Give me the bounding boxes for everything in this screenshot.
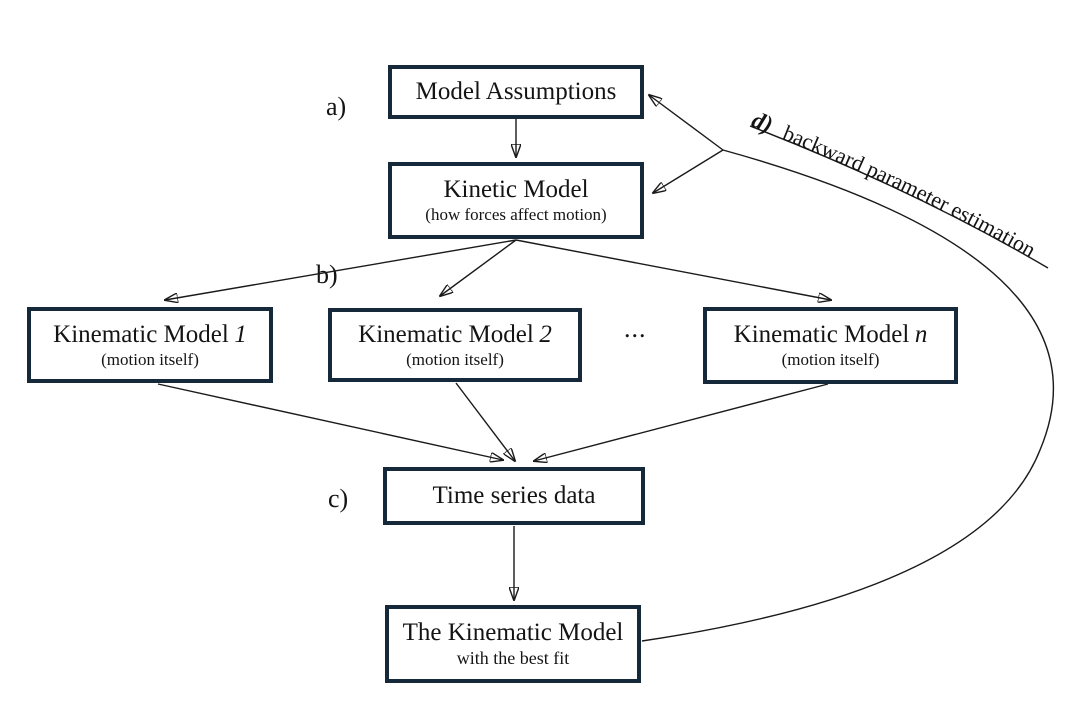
kinematic-model-1-subtitle: (motion itself) [101,349,199,369]
time-series-title: Time series data [432,482,596,509]
kinematic-model-n-variant: n [914,321,928,349]
best-fit-box: The Kinematic Model with the best fit [385,605,641,683]
section-label-b: b) [316,260,338,289]
arrow-kinetic-to-kinematic-1 [165,239,517,300]
backward-label-path [749,125,1049,269]
kinematic-model-1-title-text: Kinematic Model [53,320,229,348]
kinematic-model-2-variant: 2 [539,320,552,348]
kinetic-model-title: Kinetic Model [443,176,589,204]
arrow-loop-to-assumptions [649,95,724,151]
backward-loop-curve [641,149,1055,642]
arrow-kinetic-to-kinematic-2 [440,239,517,296]
arrow-kinematic-n-to-timeseries [534,383,829,461]
model-assumptions-box: Model Assumptions [388,65,644,119]
kinematic-models-ellipsis: ... [624,314,647,343]
kinematic-model-n-title-text: Kinematic Model [733,321,910,349]
kinetic-model-subtitle: (how forces affect motion) [425,205,607,225]
backward-estimation-text: backward parameter estimation [780,120,1041,262]
best-fit-subtitle: with the best fit [456,648,570,669]
arrow-kinetic-to-kinematic-n [515,239,831,300]
section-label-c: c) [328,484,349,513]
arrow-kinematic-2-to-timeseries [455,382,515,461]
kinematic-model-2-title-text: Kinematic Model [358,320,534,348]
kinematic-model-n-subtitle: (motion itself) [781,350,880,370]
time-series-box: Time series data [383,467,645,525]
model-assumptions-title: Model Assumptions [415,78,617,105]
best-fit-title: The Kinematic Model [402,619,624,647]
backward-estimation-label: d) backward parameter estimation [748,107,1040,262]
kinematic-model-1-variant: 1 [234,320,247,348]
kinetic-model-box: Kinetic Model (how forces affect motion) [388,162,644,239]
section-label-a: a) [326,92,347,121]
kinematic-model-2-subtitle: (motion itself) [406,349,504,369]
arrow-loop-to-kinetic [653,149,724,193]
backward-estimation-prefix: d) [748,107,776,139]
arrow-kinematic-1-to-timeseries [157,383,503,460]
